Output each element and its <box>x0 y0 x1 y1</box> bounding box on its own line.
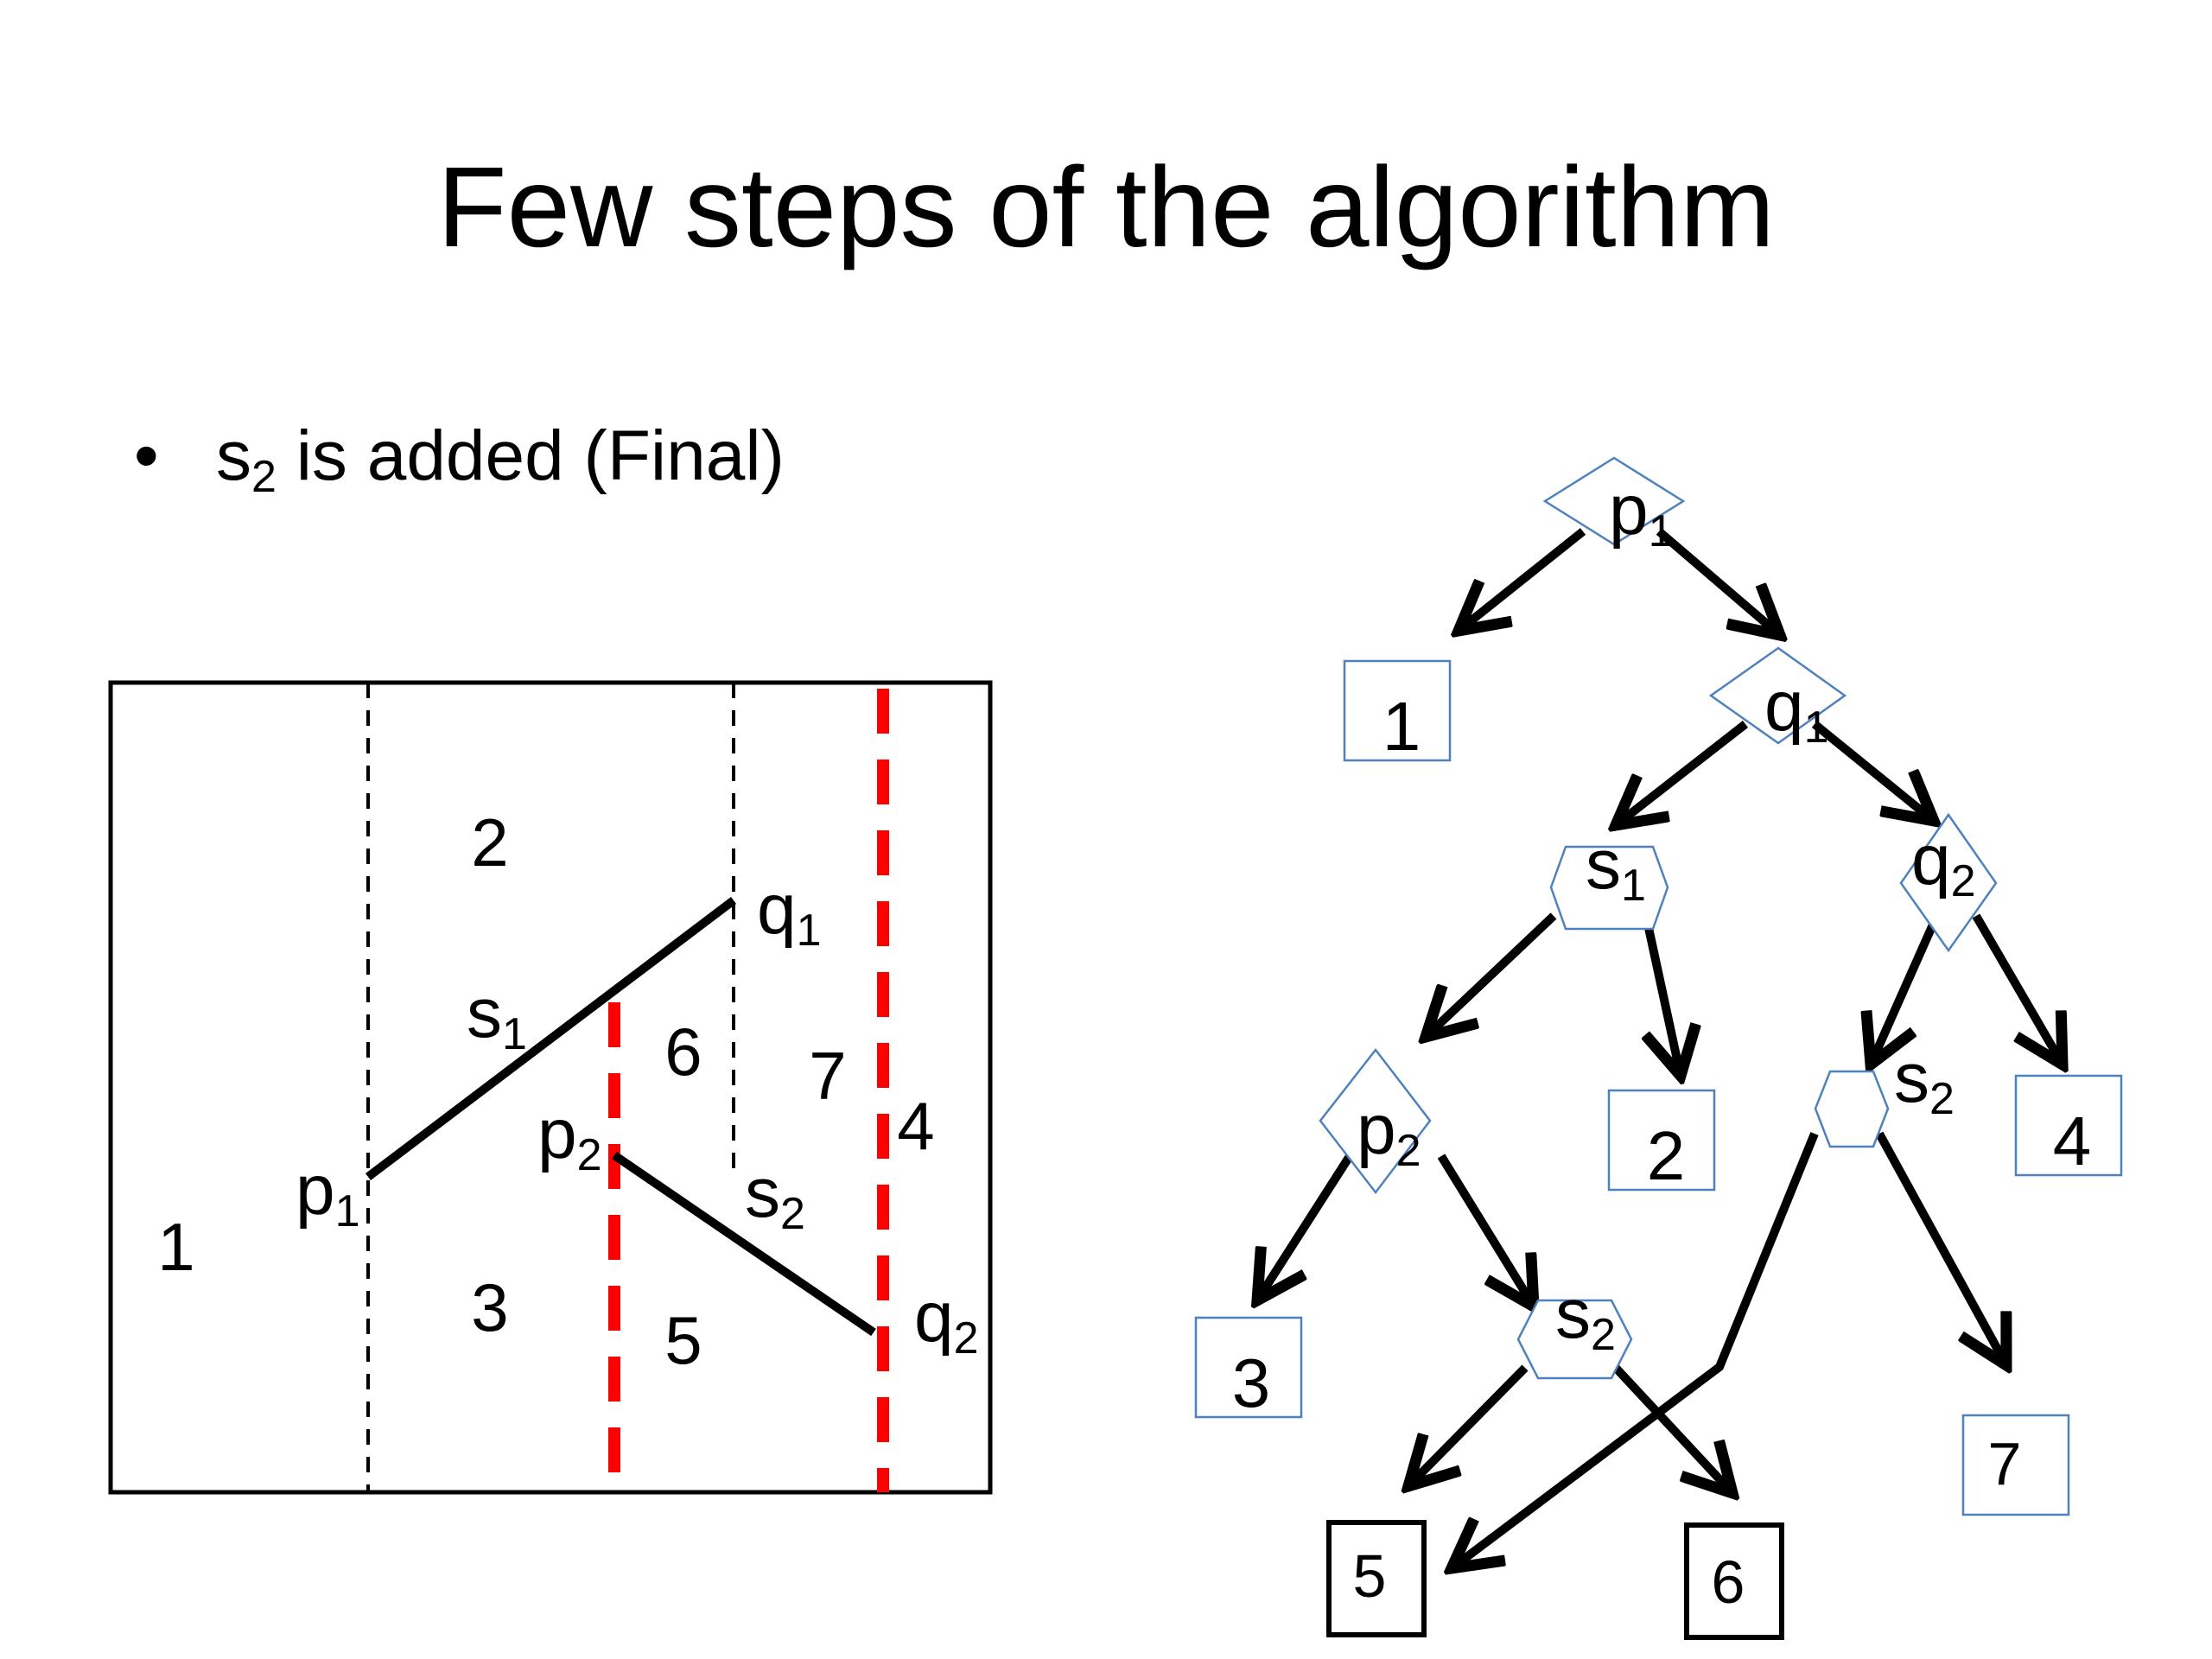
leaf-label-5: 5 <box>1353 1542 1387 1610</box>
segment-s2 <box>612 1151 876 1337</box>
region-label-7: 7 <box>809 1038 846 1114</box>
edge-p2-s2 <box>1437 1154 1534 1306</box>
leaf-label-3: 3 <box>1232 1344 1271 1421</box>
edge-p1-q1 <box>1656 528 1780 635</box>
segment-label-s2: s2 <box>745 1154 805 1239</box>
edge-q2-s2 <box>1871 922 1937 1065</box>
leaf-box-3[interactable] <box>1194 1316 1303 1419</box>
x-node-diamond-q1[interactable] <box>1708 646 1847 745</box>
x-node-diamond-p1[interactable] <box>1542 456 1686 546</box>
x-node-diamond-p2[interactable] <box>1319 1047 1432 1195</box>
y-node-label-s1: s1 <box>1586 825 1646 911</box>
edge-s1-p2 <box>1426 912 1557 1037</box>
point-label-p1: p1 <box>296 1151 360 1236</box>
leaf-box-7[interactable] <box>1961 1414 2070 1516</box>
edge-q2-leaf4 <box>1972 913 2063 1065</box>
leaf-label-6: 6 <box>1712 1548 1745 1616</box>
point-label-q2: q2 <box>914 1278 979 1363</box>
search-structure: p1 q1 q2 p2 s1 s2 s2 1 2 4 3 7 5 6 <box>1194 456 2123 1640</box>
x-node-label-p2: p2 <box>1357 1090 1421 1176</box>
edge-s2-leaf7 <box>1875 1131 2006 1365</box>
edge-p1-leaf1 <box>1459 528 1586 631</box>
y-node-label-s2-upper: s2 <box>1894 1039 1955 1124</box>
leaf-box-5[interactable] <box>1326 1520 1427 1637</box>
edge-s2-leaf5 <box>1452 1132 1819 1568</box>
leaf-box-4[interactable] <box>2014 1074 2123 1177</box>
bullet-marker: • <box>134 416 159 495</box>
edge-q1-s1 <box>1616 721 1749 825</box>
y-node-hexagon-s2-upper[interactable] <box>1814 1070 1890 1148</box>
y-node-hexagon-s2-lower[interactable] <box>1516 1299 1633 1380</box>
point-label-q1: q1 <box>757 870 822 956</box>
region-label-2: 2 <box>471 804 508 880</box>
bullet-item: • s2 is added (Final) <box>134 413 785 520</box>
segment-sub: 2 <box>251 452 276 502</box>
leaf-label-2: 2 <box>1647 1117 1686 1194</box>
edge-s1-leaf2 <box>1646 914 1681 1076</box>
leaf-box-1[interactable] <box>1343 659 1452 762</box>
y-node-label-s2-lower: s2 <box>1555 1274 1616 1360</box>
region-label-5: 5 <box>664 1302 702 1378</box>
slide-title: Few steps of the algorithm <box>436 143 1776 270</box>
trapezoid-map: 1 2 3 5 6 7 4 p1 q1 p2 q2 s1 s2 <box>108 680 993 1495</box>
x-node-label-q1: q1 <box>1764 667 1829 753</box>
segment-s1 <box>365 897 737 1180</box>
leaf-box-6[interactable] <box>1684 1522 1784 1640</box>
x-node-label-p1: p1 <box>1609 471 1674 556</box>
leaf-box-2[interactable] <box>1607 1089 1716 1192</box>
edge-s2-low-leaf6 <box>1612 1364 1732 1493</box>
search-edges <box>1257 528 2063 1568</box>
leaf-label-1: 1 <box>1382 688 1421 765</box>
y-node-hexagon-s1[interactable] <box>1549 845 1669 931</box>
region-label-1: 1 <box>157 1209 194 1285</box>
edge-q1-q2 <box>1811 721 1934 821</box>
point-label-p2: p2 <box>537 1095 602 1180</box>
x-node-label-q2: q2 <box>1911 821 1976 906</box>
region-label-3: 3 <box>471 1269 508 1345</box>
segment-label-s1: s1 <box>467 974 527 1059</box>
segment-var: s <box>216 416 251 495</box>
edge-p2-leaf3 <box>1257 1154 1354 1300</box>
bounding-box <box>108 680 993 1495</box>
bullet-text: is added (Final) <box>296 416 785 495</box>
region-label-6: 6 <box>664 1014 702 1090</box>
leaf-label-7: 7 <box>1988 1430 2022 1497</box>
leaf-label-4: 4 <box>2053 1103 2092 1179</box>
x-node-diamond-q2[interactable] <box>1899 812 1998 953</box>
edge-s2-low-leaf5 <box>1408 1364 1529 1486</box>
region-label-4: 4 <box>897 1088 934 1164</box>
